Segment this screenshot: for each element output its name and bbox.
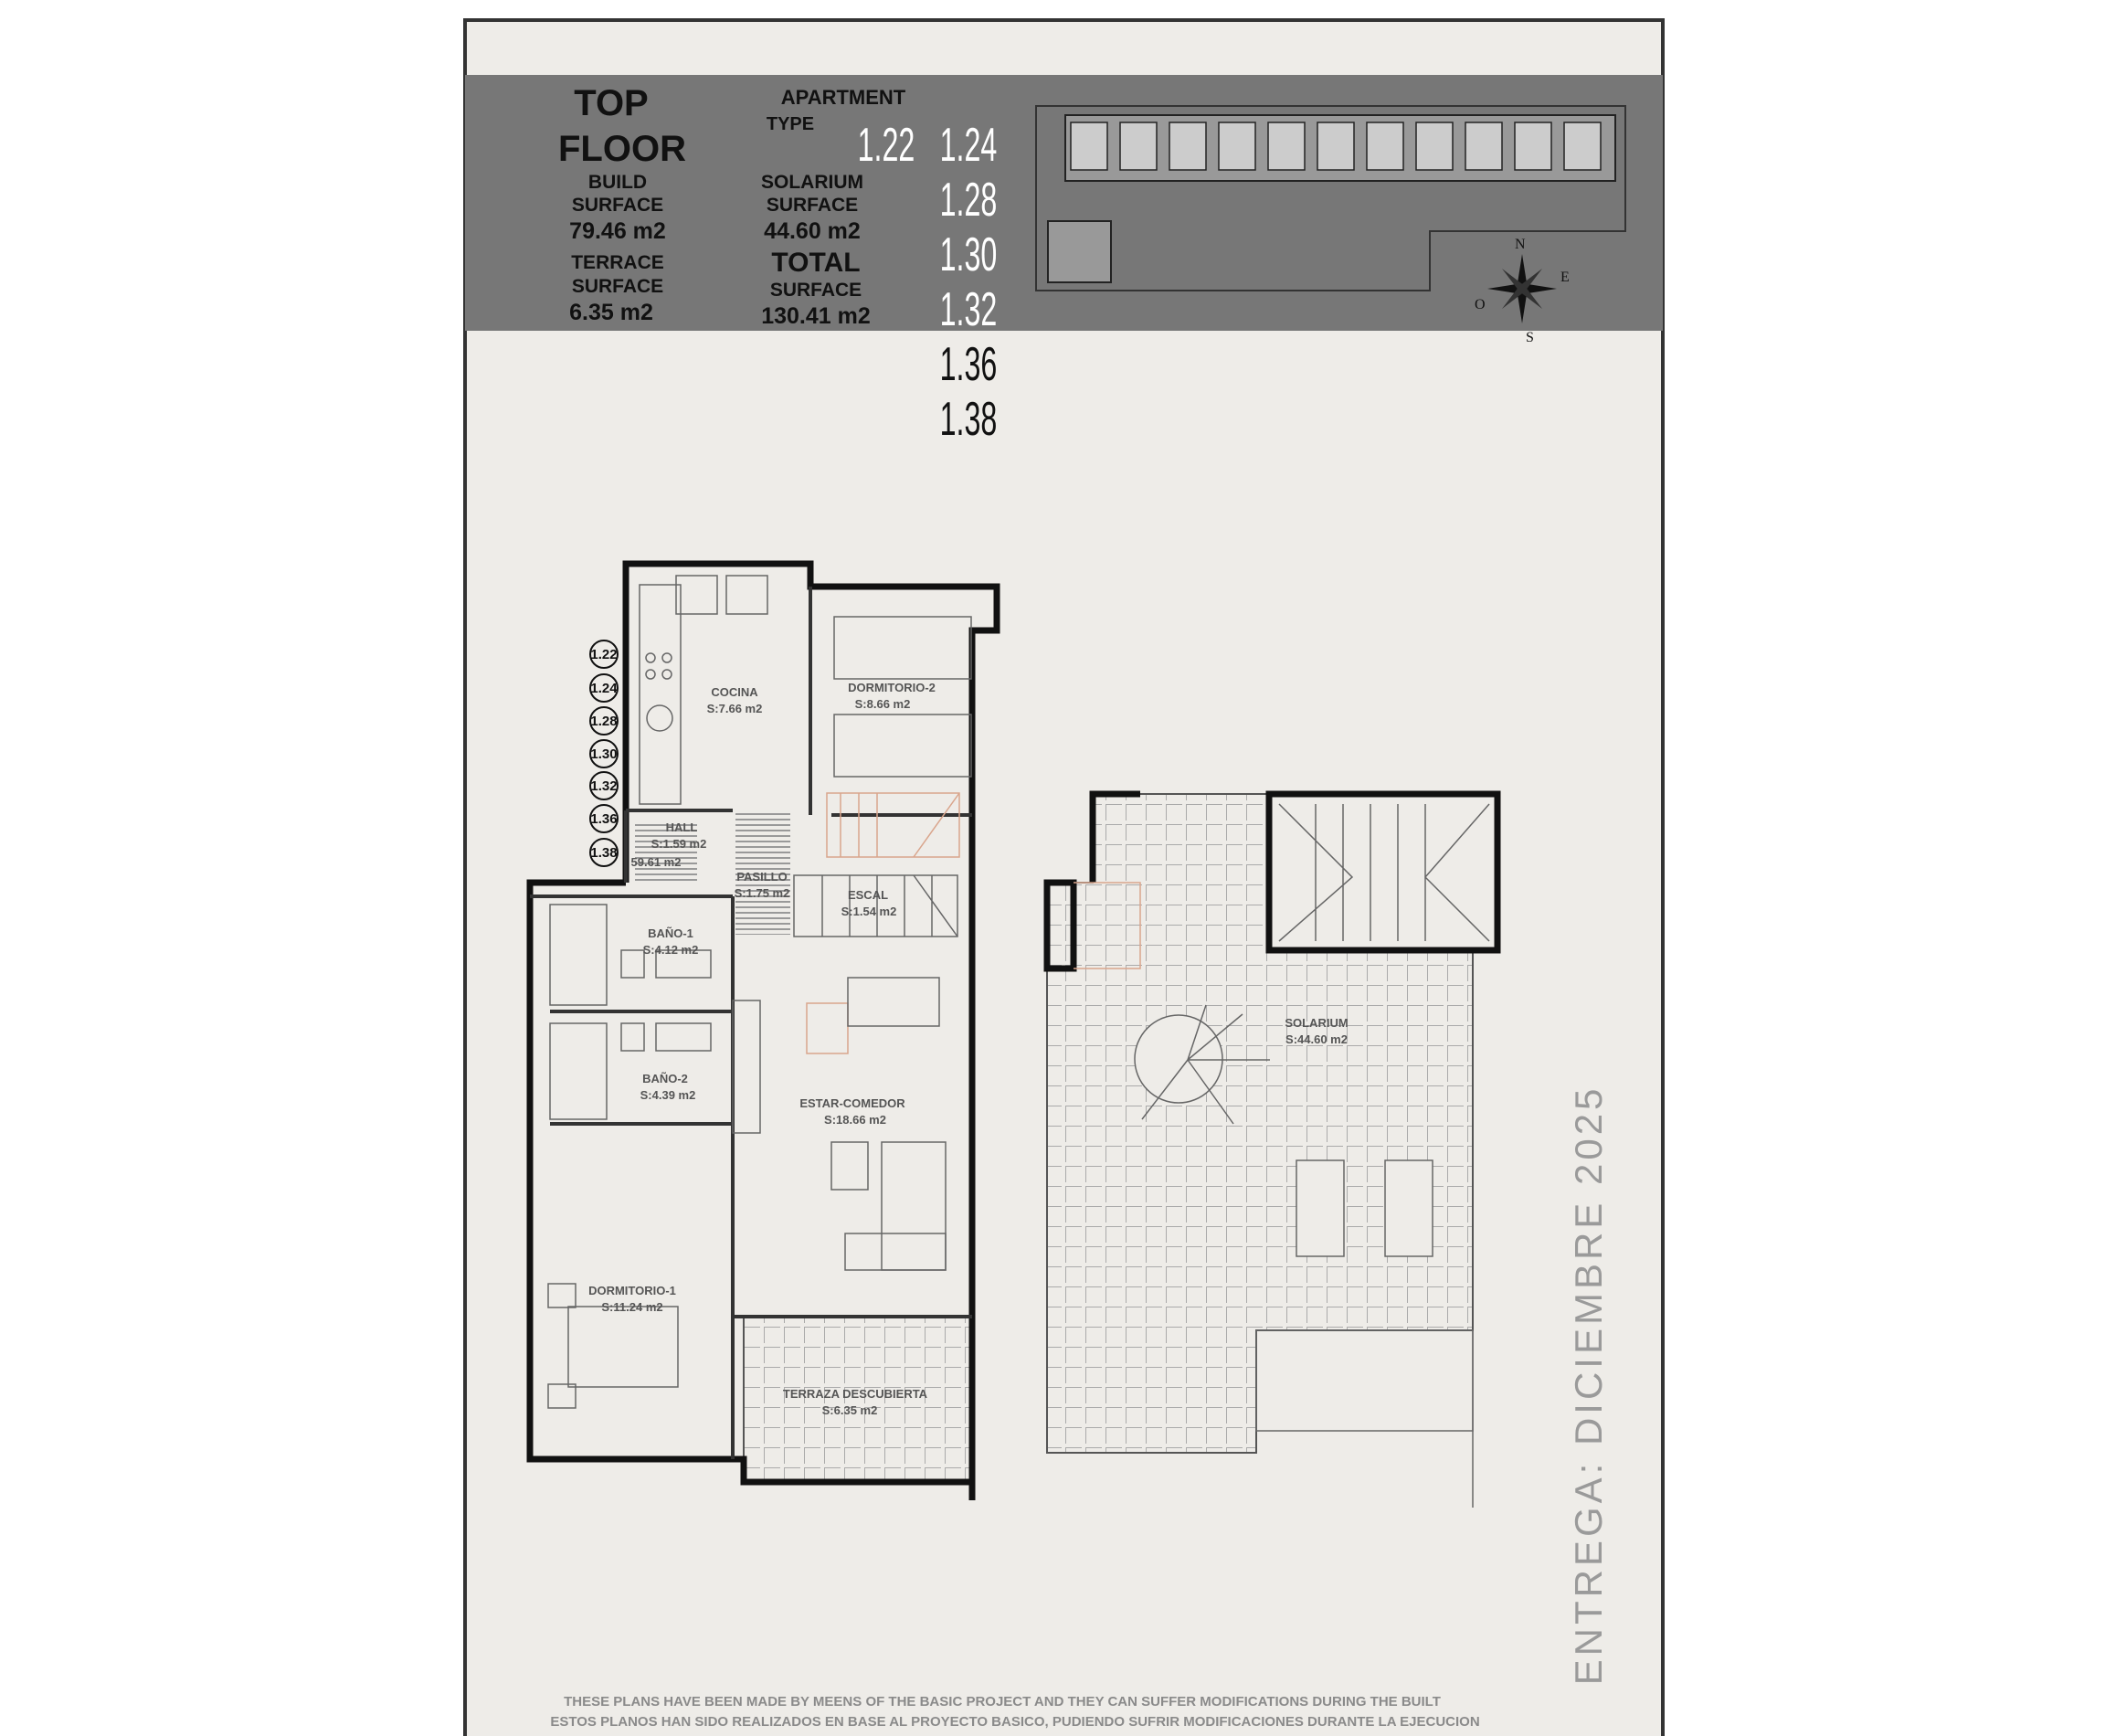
room-dormitorio1-name: DORMITORIO-1	[588, 1284, 676, 1297]
site-plan	[1035, 105, 1626, 291]
room-dormitorio1-area: S:11.24 m2	[601, 1300, 662, 1314]
solarium-plan	[1043, 790, 1501, 1508]
compass-o: O	[1475, 297, 1486, 312]
delivery-date: ENTREGA: DICIEMBRE 2025	[1567, 1085, 1610, 1686]
type-number: 1.28	[940, 174, 998, 227]
floor-title-line1: TOP	[574, 83, 649, 123]
type-number: 1.22	[858, 119, 915, 172]
room-estar-name: ESTAR-COMEDOR	[799, 1096, 905, 1110]
room-cocina-area: S:7.66 m2	[707, 702, 763, 715]
type-number: 1.36	[940, 338, 998, 391]
compass-rose-icon: N E S O	[1475, 237, 1570, 345]
room-pasillo-name: PASILLO	[736, 870, 787, 884]
room-labels: COCINA S:7.66 m2 DORMITORIO-2 S:8.66 m2 …	[588, 681, 1349, 1417]
solarium-label-2: SURFACE	[767, 195, 858, 216]
unit-tag-label: 1.30	[590, 746, 617, 762]
compass-e: E	[1560, 270, 1570, 285]
room-pasillo-area: S:1.75 m2	[735, 886, 790, 900]
room-estar-area: S:18.66 m2	[824, 1113, 886, 1127]
build-label-2: SURFACE	[572, 195, 663, 216]
compass-s: S	[1526, 330, 1534, 345]
apartment-floor-plan	[526, 560, 1000, 1500]
total-value: 130.41 m2	[761, 303, 871, 329]
type-label: TYPE	[767, 114, 814, 134]
unit-tag-label: 1.24	[590, 681, 618, 696]
unit-tag: 1.30	[589, 739, 619, 768]
unit-tag: 1.32	[589, 771, 619, 800]
terrace-label-2: SURFACE	[572, 276, 663, 297]
apartment-label: APARTMENT	[781, 86, 906, 109]
room-hall-extra: 59.61 m2	[631, 855, 682, 869]
total-label-2: SURFACE	[770, 280, 862, 301]
room-terraza-name: TERRAZA DESCUBIERTA	[783, 1387, 928, 1401]
unit-tag-label: 1.28	[590, 714, 617, 729]
disclaimer-es: ESTOS PLANOS HAN SIDO REALIZADOS EN BASE…	[550, 1714, 1479, 1730]
room-bano2-area: S:4.39 m2	[640, 1088, 696, 1102]
terrace-value: 6.35 m2	[569, 300, 653, 325]
type-number: 1.24	[940, 119, 998, 172]
disclaimer-en: THESE PLANS HAVE BEEN MADE BY MEENS OF T…	[564, 1694, 1441, 1710]
unit-tags: 1.22 1.24 1.28 1.30 1.32 1.36 1.38	[589, 640, 619, 867]
room-terraza-area: S:6.35 m2	[822, 1403, 878, 1417]
room-escal-name: ESCAL	[848, 888, 888, 902]
unit-tag: 1.38	[589, 838, 619, 867]
unit-tag-label: 1.36	[590, 811, 617, 827]
compass-n: N	[1515, 237, 1526, 252]
room-bano1-area: S:4.12 m2	[643, 943, 699, 957]
room-solarium-area: S:44.60 m2	[1285, 1032, 1348, 1046]
type-number: 1.32	[940, 283, 998, 336]
room-dormitorio2-name: DORMITORIO-2	[848, 681, 936, 694]
apartment-type-numbers: 1.22 1.24 1.28 1.30 1.32 1.36 1.38	[858, 119, 998, 446]
unit-tag-label: 1.22	[590, 647, 617, 662]
type-number: 1.30	[940, 228, 998, 281]
unit-tag-label: 1.38	[590, 845, 617, 861]
solarium-label-1: SOLARIUM	[761, 172, 863, 193]
unit-tag: 1.24	[589, 673, 619, 703]
unit-tag: 1.36	[589, 804, 619, 833]
room-escal-area: S:1.54 m2	[841, 905, 897, 918]
unit-tag: 1.28	[589, 706, 619, 736]
type-number: 1.38	[940, 393, 998, 446]
room-bano1-name: BAÑO-1	[648, 926, 693, 940]
room-hall-name: HALL	[666, 820, 698, 834]
unit-tag: 1.22	[589, 640, 619, 669]
floor-title-line2: FLOOR	[558, 129, 686, 169]
header-info: TOP FLOOR APARTMENT TYPE BUILD SURFACE 7…	[558, 83, 997, 446]
total-label-1: TOTAL	[771, 248, 860, 278]
room-solarium-name: SOLARIUM	[1285, 1016, 1348, 1030]
room-hall-area: S:1.59 m2	[651, 837, 707, 851]
build-label-1: BUILD	[588, 172, 647, 193]
build-value: 79.46 m2	[569, 218, 666, 244]
room-dormitorio2-area: S:8.66 m2	[855, 697, 911, 711]
room-bano2-name: BAÑO-2	[642, 1072, 688, 1085]
unit-tag-label: 1.32	[590, 778, 617, 794]
room-cocina-name: COCINA	[711, 685, 758, 699]
terrace-label-1: TERRACE	[571, 252, 664, 273]
solarium-value: 44.60 m2	[764, 218, 861, 244]
